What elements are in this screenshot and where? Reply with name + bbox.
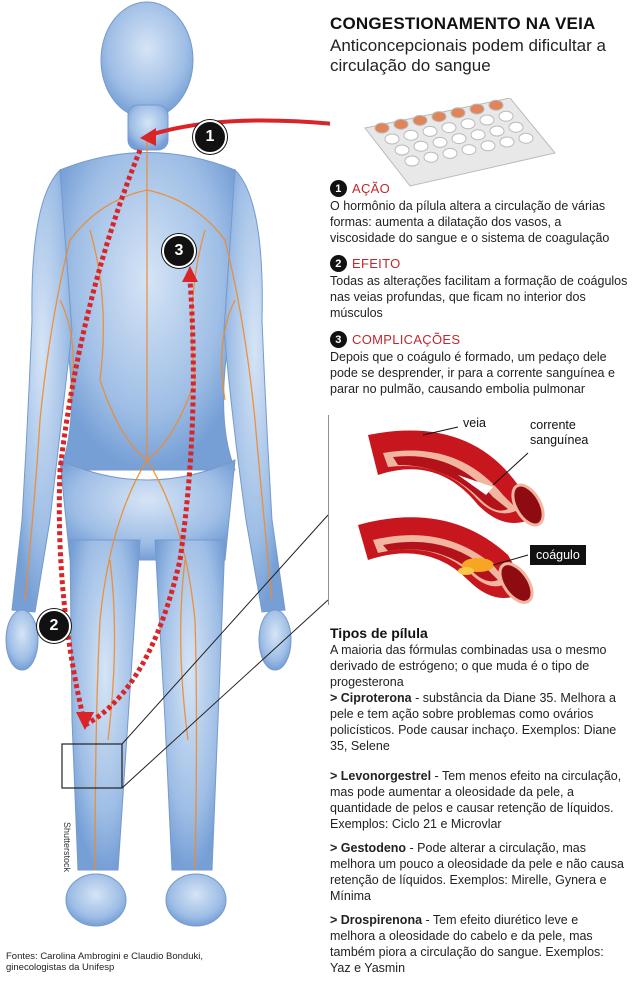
pill-desc: - Tem efeito diurético leve e melhora a … bbox=[330, 913, 604, 975]
pill-desc: - Pode alterar a circulação, mas melhora… bbox=[330, 841, 624, 903]
section-head-complicacoes: 3 COMPLICAÇÕES bbox=[330, 331, 460, 348]
pill-name: > Gestodeno bbox=[330, 841, 407, 855]
pill bbox=[469, 103, 485, 115]
pill bbox=[413, 140, 429, 152]
label-corrente-sanguinea: corrente sanguínea bbox=[530, 418, 589, 447]
page-title: CONGESTIONAMENTO NA VEIA bbox=[330, 14, 596, 33]
pill bbox=[394, 144, 410, 156]
pill bbox=[441, 122, 457, 134]
section-heading: EFEITO bbox=[352, 256, 401, 271]
sources-footer: Fontes: Carolina Ambrogini e Claudio Bon… bbox=[6, 951, 203, 973]
tipos-title: Tipos de pílula bbox=[330, 625, 428, 641]
pill-item-drospirenona: > Drospirenona - Tem efeito diurético le… bbox=[330, 912, 625, 976]
page-subtitle: Anticoncepcionais podem dificultar a cir… bbox=[330, 36, 606, 75]
pill bbox=[423, 151, 439, 163]
pill-name: > Ciproterona bbox=[330, 691, 412, 705]
pill bbox=[393, 118, 409, 130]
pill bbox=[450, 107, 466, 119]
pill bbox=[460, 118, 476, 130]
number-badge: 1 bbox=[330, 180, 347, 197]
pill bbox=[489, 125, 505, 137]
pill-name: > Levonorgestrel bbox=[330, 769, 432, 783]
pill bbox=[518, 132, 534, 144]
pill-pack-illustration bbox=[364, 98, 556, 187]
section-text-complicacoes: Depois que o coágulo é formado, um pedaç… bbox=[330, 350, 615, 396]
human-body-illustration bbox=[5, 1, 330, 927]
pill bbox=[498, 110, 514, 122]
number-badge: 2 bbox=[330, 255, 347, 272]
tipos-intro: A maioria das fórmulas combinadas usa o … bbox=[330, 643, 607, 689]
pill bbox=[479, 114, 495, 126]
label-veia: veia bbox=[463, 416, 486, 430]
pill bbox=[384, 133, 400, 145]
number-badge: 3 bbox=[330, 331, 347, 348]
pill bbox=[461, 144, 477, 156]
pill-name: > Drospirenona bbox=[330, 913, 423, 927]
photo-credit: Shutterstock bbox=[62, 822, 72, 873]
pill bbox=[374, 122, 390, 134]
pill-desc: - substância da Diane 35. Melhora a pele… bbox=[330, 691, 617, 753]
pill bbox=[488, 99, 504, 111]
marker-badge-2: 2 bbox=[37, 609, 71, 643]
section-heading: AÇÃO bbox=[352, 181, 391, 196]
vein-bottom bbox=[358, 517, 534, 604]
pill bbox=[412, 114, 428, 126]
pill bbox=[442, 147, 458, 159]
pill-desc: - Tem menos efeito na circulação, mas po… bbox=[330, 769, 622, 831]
pill-item-gestodeno: > Gestodeno - Pode alterar a circulação,… bbox=[330, 840, 625, 904]
pill bbox=[508, 121, 524, 133]
section-heading: COMPLICAÇÕES bbox=[352, 332, 461, 347]
pill bbox=[404, 155, 420, 167]
pill bbox=[431, 111, 447, 123]
pill bbox=[451, 133, 467, 145]
pill-item-levonorgestrel: > Levonorgestrel - Tem menos efeito na c… bbox=[330, 768, 625, 832]
vein-top bbox=[368, 430, 545, 527]
section-text-acao: O hormônio da pílula altera a circulação… bbox=[330, 199, 610, 245]
pill bbox=[480, 140, 496, 152]
marker-badge-1: 1 bbox=[193, 120, 227, 154]
pill bbox=[422, 125, 438, 137]
pill bbox=[499, 136, 515, 148]
label-coagulo: coágulo bbox=[530, 545, 586, 565]
vein-diagram bbox=[328, 415, 545, 605]
pill bbox=[432, 136, 448, 148]
section-head-efeito: 2 EFEITO bbox=[330, 255, 401, 272]
section-head-acao: 1 AÇÃO bbox=[330, 180, 390, 197]
marker-badge-3: 3 bbox=[162, 234, 196, 268]
section-text-efeito: Todas as alterações facilitam a formação… bbox=[330, 274, 628, 320]
pill-item-ciproterona: > Ciproterona - substância da Diane 35. … bbox=[330, 690, 625, 754]
pill bbox=[470, 129, 486, 141]
pill bbox=[403, 129, 419, 141]
